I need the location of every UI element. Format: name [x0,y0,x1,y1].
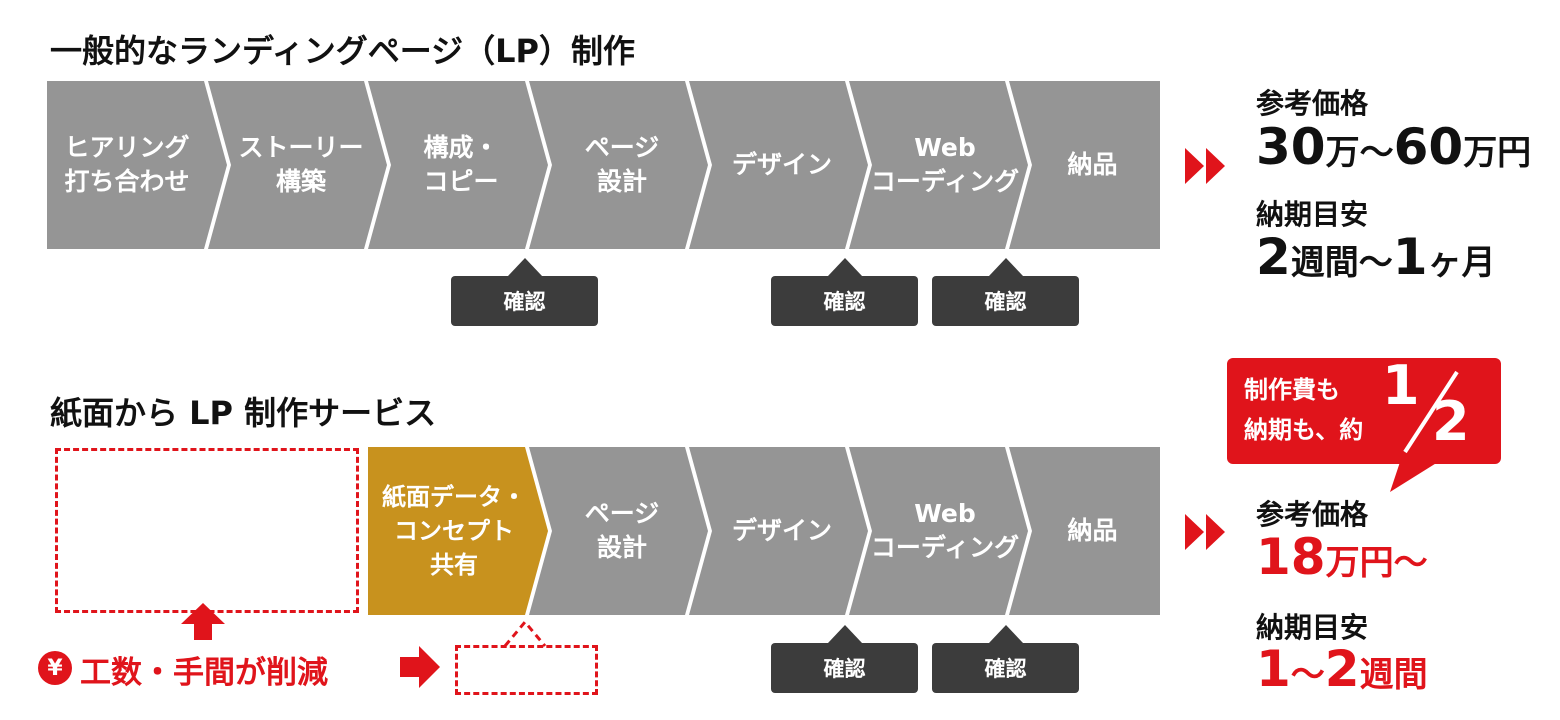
flow1-step-composition-line1: 構成・ [423,133,499,162]
flow1-price-label: 参考価格 [1256,87,1369,120]
removed-steps-box [55,448,359,613]
flow2-period-num1: 1 [1256,640,1291,698]
flow2-confirm-2: 確認 [932,625,1079,693]
flow2-period-value: 1～2週間 [1256,640,1428,698]
flow1-step-delivery [1009,81,1160,249]
flow1-step-hearing-label: ヒアリング 打ち合わせ [47,81,207,249]
flow1-step-story [208,81,387,249]
flow1-step-page-design-line1: ページ [584,133,660,162]
callout-fraction-num: 1 [1382,354,1420,417]
flow2-step-share-line1: 紙面データ・ [382,483,526,511]
flow1-step-coding [849,81,1028,249]
flow1-step-delivery-label: 納品 [1025,81,1160,249]
play-icon [1185,148,1204,184]
flow1-step-composition-line2: コピー [423,167,499,196]
flow1-step-hearing-line2: 打ち合わせ [64,167,190,196]
flow1-step-page-design-label: ページ 設計 [543,81,701,249]
callout-tail [1390,462,1438,492]
section1-title: 一般的なランディングページ（LP）制作 [50,32,635,70]
flow1-step-story-line2: 構築 [275,167,326,196]
flow2-step-coding-line1: Web [914,499,976,528]
flow1-step-composition-label: 構成・ コピー [382,81,540,249]
flow1-period-num1: 2 [1256,228,1291,286]
flow2-step-share-label: 紙面データ・ コンセプト 共有 [368,447,540,615]
callout-text: 制作費も 納期も、約 [1244,370,1363,450]
flow1-step-design-line1: デザイン [731,150,832,179]
flow1-step-delivery-line1: 納品 [1067,150,1118,179]
flow1-step-coding-line1: Web [914,133,976,162]
flow1-price-num2: 60 [1393,118,1464,176]
flow1-period-unit1: 週間 [1290,243,1359,283]
flow1-step-story-label: ストーリー 構築 [222,81,380,249]
flow2-period-num2: 2 [1324,640,1360,698]
flow2-price-unit: 万円～ [1325,543,1428,583]
right-arrow-icon [400,646,440,688]
flow2-step-share-line2: コンセプト [394,517,514,545]
flow2-confirm-1: 確認 [771,625,918,693]
flow1-period-value: 2週間～1ヶ月 [1256,228,1496,286]
flow2-step-page-design-line2: 設計 [596,533,647,562]
flow1-step-design [689,81,868,249]
flow2-step-share-line3: 共有 [430,551,478,579]
flow1-step-page-design-line2: 設計 [596,167,647,196]
flow2-step-delivery-line1: 納品 [1067,516,1118,545]
flow2-step-design [689,447,868,615]
callout-line2: 納期も、約 [1244,416,1364,444]
removed-confirm-box [455,645,598,695]
flow1-step-hearing-line1: ヒアリング [64,133,190,162]
flow1-period-num2: 1 [1392,228,1428,286]
yen-icon: ¥ [38,651,72,685]
flow1-confirm-1: 確認 [451,258,598,326]
flow1-step-composition [368,81,548,249]
up-arrow-icon [181,603,225,640]
flow2-step-page-design-label: ページ 設計 [543,447,701,615]
callout-fraction-den: 2 [1432,390,1470,453]
flow2-step-page-design-line1: ページ [584,499,660,528]
flow2-step-delivery-label: 納品 [1025,447,1160,615]
dashed-pointer [503,619,547,647]
flow2-price-value: 18万円～ [1256,528,1428,586]
flow1-step-hearing [47,81,227,249]
flow2-price-label: 参考価格 [1256,498,1369,531]
flow2-price-num: 18 [1256,528,1326,586]
flow1-price-num1: 30 [1256,118,1326,176]
play-icon [1206,514,1225,550]
flow1-step-coding-label: Web コーディング [860,81,1030,249]
section2-title: 紙面から LP 制作サービス [50,394,437,432]
flow2-step-design-line1: デザイン [731,516,832,545]
flow2-step-coding [849,447,1028,615]
flow2-period-unit: 週間 [1359,655,1428,695]
flow1-step-coding-line2: コーディング [870,167,1020,196]
play-icon [1185,514,1204,550]
flow1-confirm-3: 確認 [932,258,1079,326]
flow2-step-coding-label: Web コーディング [860,447,1030,615]
reduction-text: 工数・手間が削減 [80,655,328,691]
flow1-period-label: 納期目安 [1256,198,1369,231]
flow1-period-unit2: ヶ月 [1427,243,1496,283]
flow1-step-design-label: デザイン [703,81,861,249]
callout-fraction-slash [1403,370,1459,454]
play-icon [1206,148,1225,184]
flow1-period-sep: ～ [1358,243,1393,283]
flow1-step-story-line1: ストーリー [238,133,364,162]
flow2-period-sep: ～ [1290,655,1325,695]
flow1-step-page-design [529,81,708,249]
callout-line1: 制作費も [1244,376,1340,404]
flow2-step-coding-line2: コーディング [870,533,1020,562]
flow2-step-share [368,447,548,615]
flow1-price-value: 30万～60万円 [1256,118,1531,176]
flow1-confirm-2: 確認 [771,258,918,326]
flow2-step-page-design [529,447,708,615]
flow1-price-sep: ～ [1359,133,1394,173]
flow1-price-unit1: 万 [1325,133,1360,173]
flow2-period-label: 納期目安 [1256,611,1369,644]
callout-box [1227,358,1501,464]
flow2-step-delivery [1009,447,1160,615]
flow2-step-design-label: デザイン [703,447,861,615]
flow1-price-unit2: 万円 [1463,133,1532,173]
